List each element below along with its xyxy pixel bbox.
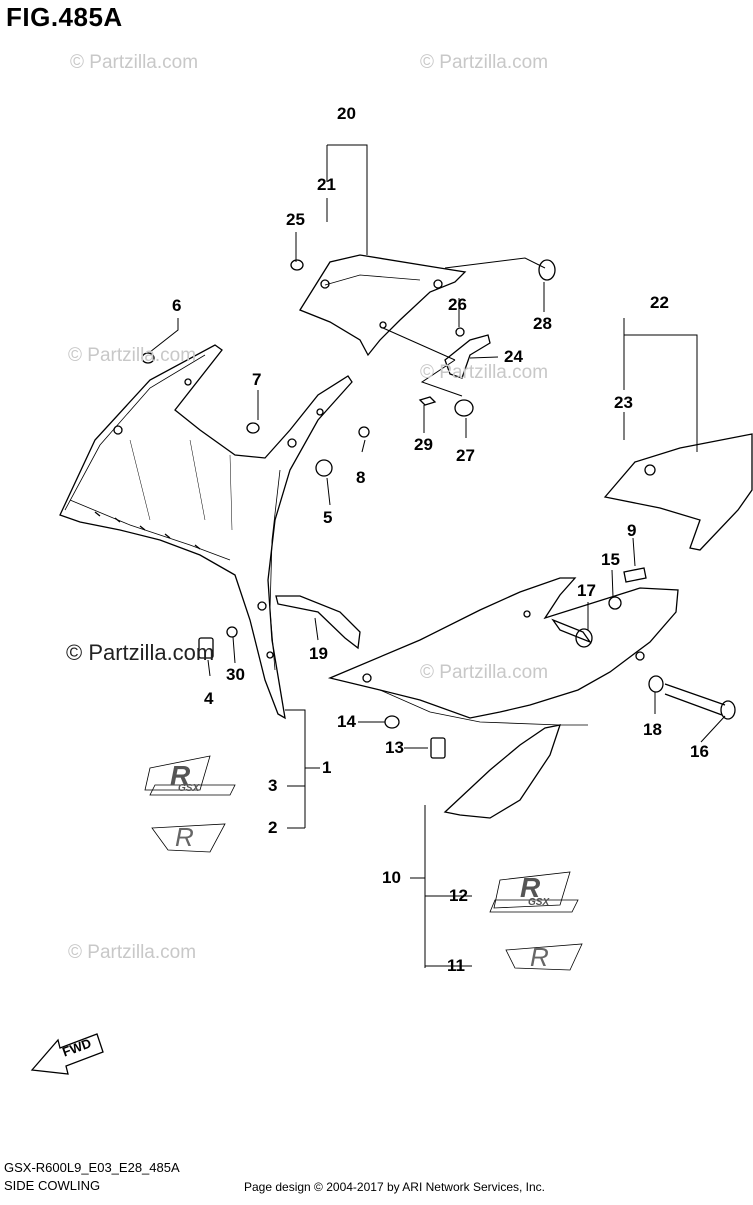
- callout-21[interactable]: 21: [317, 175, 336, 194]
- watermark: © Partzilla.com: [420, 52, 549, 73]
- fasteners: [141, 259, 736, 759]
- watermark: © Partzilla.com: [420, 662, 549, 683]
- bracket-20-part: [299, 254, 467, 357]
- callout-3[interactable]: 3: [268, 776, 278, 795]
- decal-r-lower: [505, 943, 583, 971]
- figure-title: FIG.485A: [6, 2, 123, 32]
- bracket-24-part: [444, 334, 491, 379]
- callout-4[interactable]: 4: [204, 689, 214, 708]
- callout-14[interactable]: 14: [337, 712, 356, 731]
- watermark: © Partzilla.com: [420, 362, 549, 383]
- callout-20[interactable]: 20: [337, 104, 356, 123]
- callout-7[interactable]: 7: [252, 370, 262, 389]
- callout-13[interactable]: 13: [385, 738, 404, 757]
- decal-r-upper: [151, 823, 226, 853]
- decal-gsx-r-upper: [144, 755, 236, 796]
- lower-cowl-part: [327, 577, 679, 819]
- model-code: GSX-R600L9_E03_E28_485A: [4, 1160, 180, 1175]
- emblem-gsx-upper: GSX: [178, 783, 200, 794]
- leader-lines: [149, 144, 726, 968]
- callout-30[interactable]: 30: [226, 665, 245, 684]
- callout-15[interactable]: 15: [601, 550, 620, 569]
- watermark: © Partzilla.com: [70, 52, 199, 73]
- fwd-arrow: [30, 1033, 104, 1075]
- emblem-r-lower-2: R: [530, 942, 549, 972]
- watermark: © Partzilla.com: [66, 640, 215, 665]
- callout-29[interactable]: 29: [414, 435, 433, 454]
- emblem-r-upper-1: R: [170, 760, 191, 791]
- callout-27[interactable]: 27: [456, 446, 475, 465]
- callout-18[interactable]: 18: [643, 720, 662, 739]
- watermark: © Partzilla.com: [68, 345, 197, 366]
- callout-6[interactable]: 6: [172, 296, 182, 315]
- emblem-r-upper-2: R: [175, 822, 194, 852]
- watermark: © Partzilla.com: [68, 942, 197, 963]
- callout-19[interactable]: 19: [309, 644, 328, 663]
- upper-cowl-part: [59, 344, 353, 720]
- callout-28[interactable]: 28: [533, 314, 552, 333]
- copyright-footer: Page design © 2004-2017 by ARI Network S…: [244, 1180, 546, 1194]
- callout-1[interactable]: 1: [322, 758, 332, 777]
- callout-22[interactable]: 22: [650, 293, 669, 312]
- panel-22-part: [603, 433, 753, 551]
- callout-25[interactable]: 25: [286, 210, 305, 229]
- callout-5[interactable]: 5: [323, 508, 333, 527]
- callout-17[interactable]: 17: [577, 581, 596, 600]
- callout-26[interactable]: 26: [448, 295, 467, 314]
- emblem-gsx-lower: GSX: [528, 897, 550, 908]
- emblem-r-lower-1: R: [520, 872, 541, 903]
- callout-9[interactable]: 9: [627, 521, 637, 540]
- callout-8[interactable]: 8: [356, 468, 366, 487]
- callout-2[interactable]: 2: [268, 818, 278, 837]
- callout-16[interactable]: 16: [690, 742, 709, 761]
- callout-24[interactable]: 24: [504, 347, 523, 366]
- strip-19-part: [275, 595, 361, 650]
- callout-23[interactable]: 23: [614, 393, 633, 412]
- callout-12[interactable]: 12: [449, 886, 468, 905]
- section-name: SIDE COWLING: [4, 1178, 101, 1193]
- callout-10[interactable]: 10: [382, 868, 401, 887]
- callout-11[interactable]: 11: [447, 956, 465, 975]
- decal-gsx-r-lower: [489, 871, 579, 913]
